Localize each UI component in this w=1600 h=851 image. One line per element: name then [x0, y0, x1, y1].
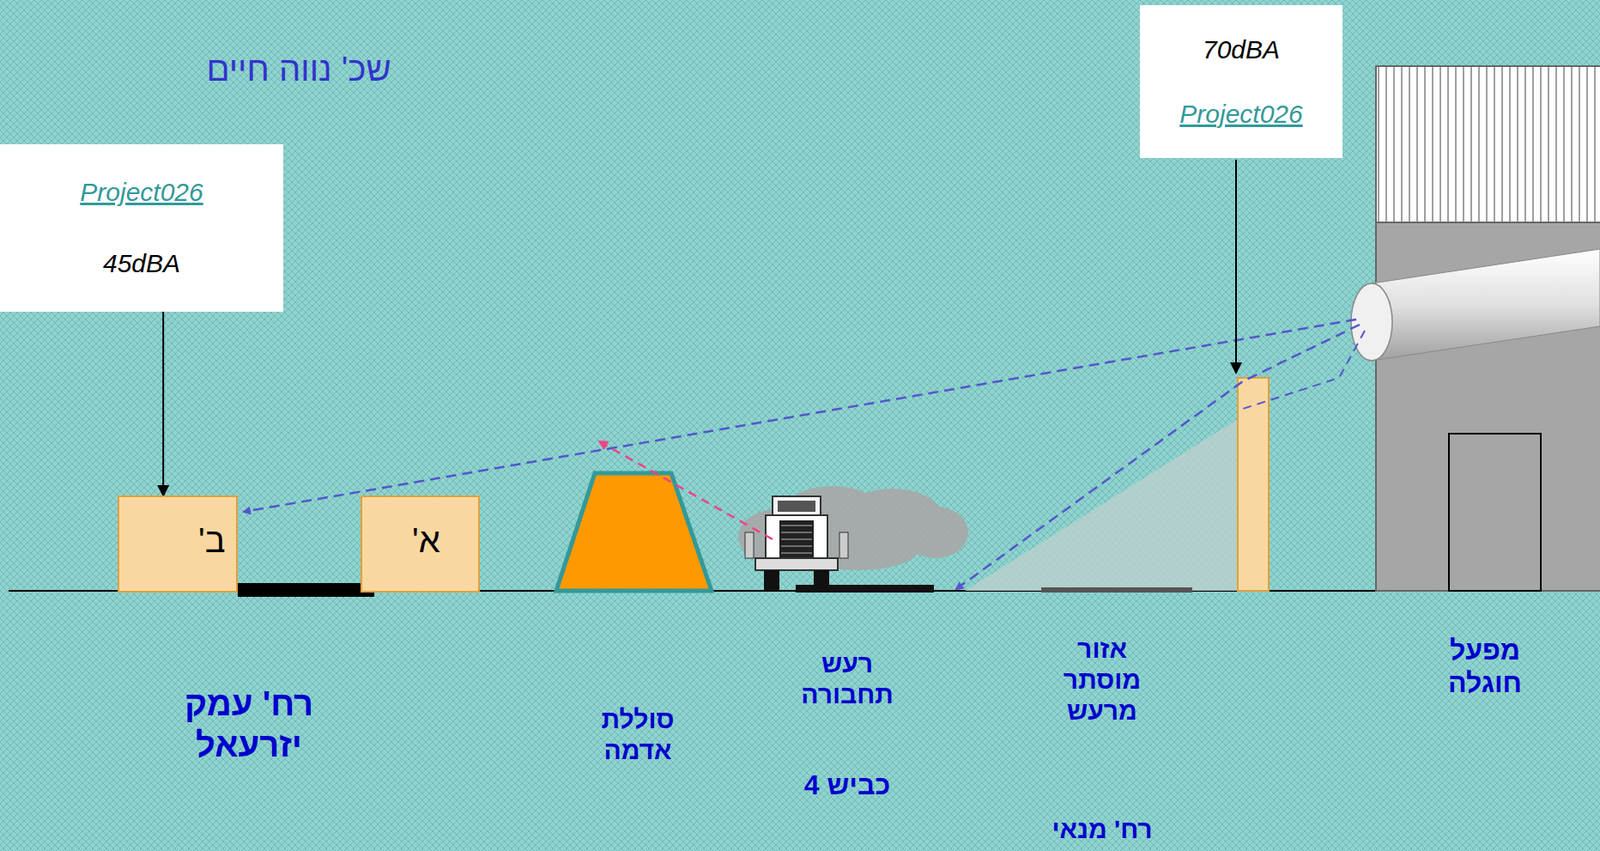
pipe: [1371, 248, 1600, 361]
noise-path: [243, 319, 1357, 512]
street-label: רח' עמק יזרעאל: [163, 682, 335, 765]
shadow-zone: [964, 418, 1238, 591]
pipe-mouth: [1351, 283, 1393, 361]
callout-text: Project026: [79, 177, 203, 207]
callout-text: 70dBA: [1202, 35, 1280, 65]
noise-path: [1242, 330, 1365, 409]
truck: [745, 496, 849, 591]
leader-arrow: [162, 311, 164, 496]
callout-text: Project026: [1179, 99, 1303, 129]
shadow-zone-label: אזור מוסתר מרעש: [1042, 633, 1163, 727]
street-bar: [237, 582, 375, 597]
factory-label: מפעל חוגלה: [1429, 633, 1541, 700]
building-label: א': [412, 521, 441, 560]
callout-box: Project026 45dBA: [0, 144, 284, 312]
callout-box: 70dBA Project026: [1139, 5, 1343, 158]
street-bar: [1041, 587, 1193, 593]
leader-arrow: [1235, 159, 1237, 373]
traffic-noise-label: רעש תחבורה: [782, 648, 912, 710]
embankment-label: סוללת אדמה: [581, 703, 694, 766]
building-label: ב': [198, 521, 226, 560]
callout-text: 45dBA: [103, 248, 181, 279]
smoke-cloud: [738, 485, 969, 570]
factory-door: [1448, 433, 1541, 591]
road-label: כביש 4: [778, 768, 916, 801]
factory-roof: [1375, 66, 1600, 223]
earth-embankment: [556, 472, 712, 591]
building: ב': [117, 495, 238, 593]
building: א': [360, 495, 480, 593]
noise-wall: [1237, 377, 1269, 591]
noise-path: [956, 324, 1360, 589]
traffic-noise-path: [599, 441, 773, 540]
street-label: רח' מנאי: [1016, 813, 1188, 845]
neighborhood-title: שכ' נווה חיים: [127, 48, 471, 90]
